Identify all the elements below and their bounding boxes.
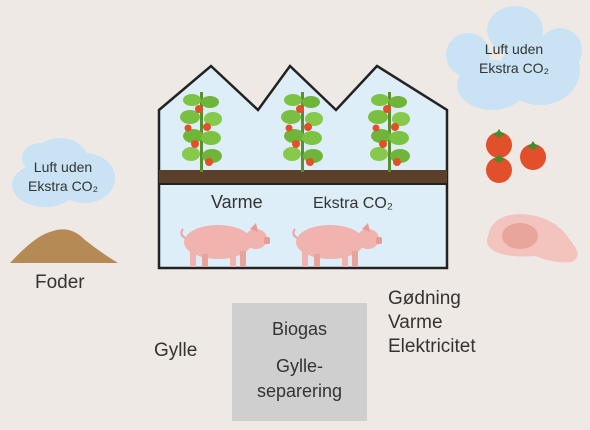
- right-cloud-line2: Ekstra CO₂: [479, 60, 549, 76]
- meat-icon: [487, 214, 578, 263]
- biogas-line2: Gylle-: [275, 356, 323, 376]
- left-cloud: [12, 138, 115, 207]
- greenhouse-co2-label: Ekstra CO₂: [313, 195, 393, 212]
- foder-label: Foder: [35, 272, 85, 293]
- left-cloud-line2: Ekstra CO₂: [28, 178, 98, 194]
- left-cloud-line1: Luft uden: [33, 159, 93, 175]
- output-varme: Varme: [388, 312, 443, 333]
- left-cloud-text: Luft uden Ekstra CO₂: [18, 158, 108, 196]
- right-cloud: [446, 6, 582, 110]
- right-cloud-line1: Luft uden: [484, 41, 544, 57]
- biogas-line3: separering: [256, 381, 343, 401]
- feed-pile: [10, 229, 118, 263]
- right-cloud-text: Luft uden Ekstra CO₂: [464, 40, 564, 78]
- tomato-2: [520, 141, 546, 170]
- biogas-box: [232, 303, 367, 421]
- tomato-1: [486, 129, 512, 158]
- outputs-list: Gødning Varme Elektricitet: [388, 287, 476, 359]
- biogas-title: Biogas: [271, 319, 328, 339]
- output-elektricitet: Elektricitet: [388, 336, 476, 357]
- tomato-3: [486, 154, 512, 183]
- gylle-label: Gylle: [154, 340, 198, 361]
- output-godning: Gødning: [388, 288, 461, 309]
- greenhouse-varme-label: Varme: [211, 192, 263, 212]
